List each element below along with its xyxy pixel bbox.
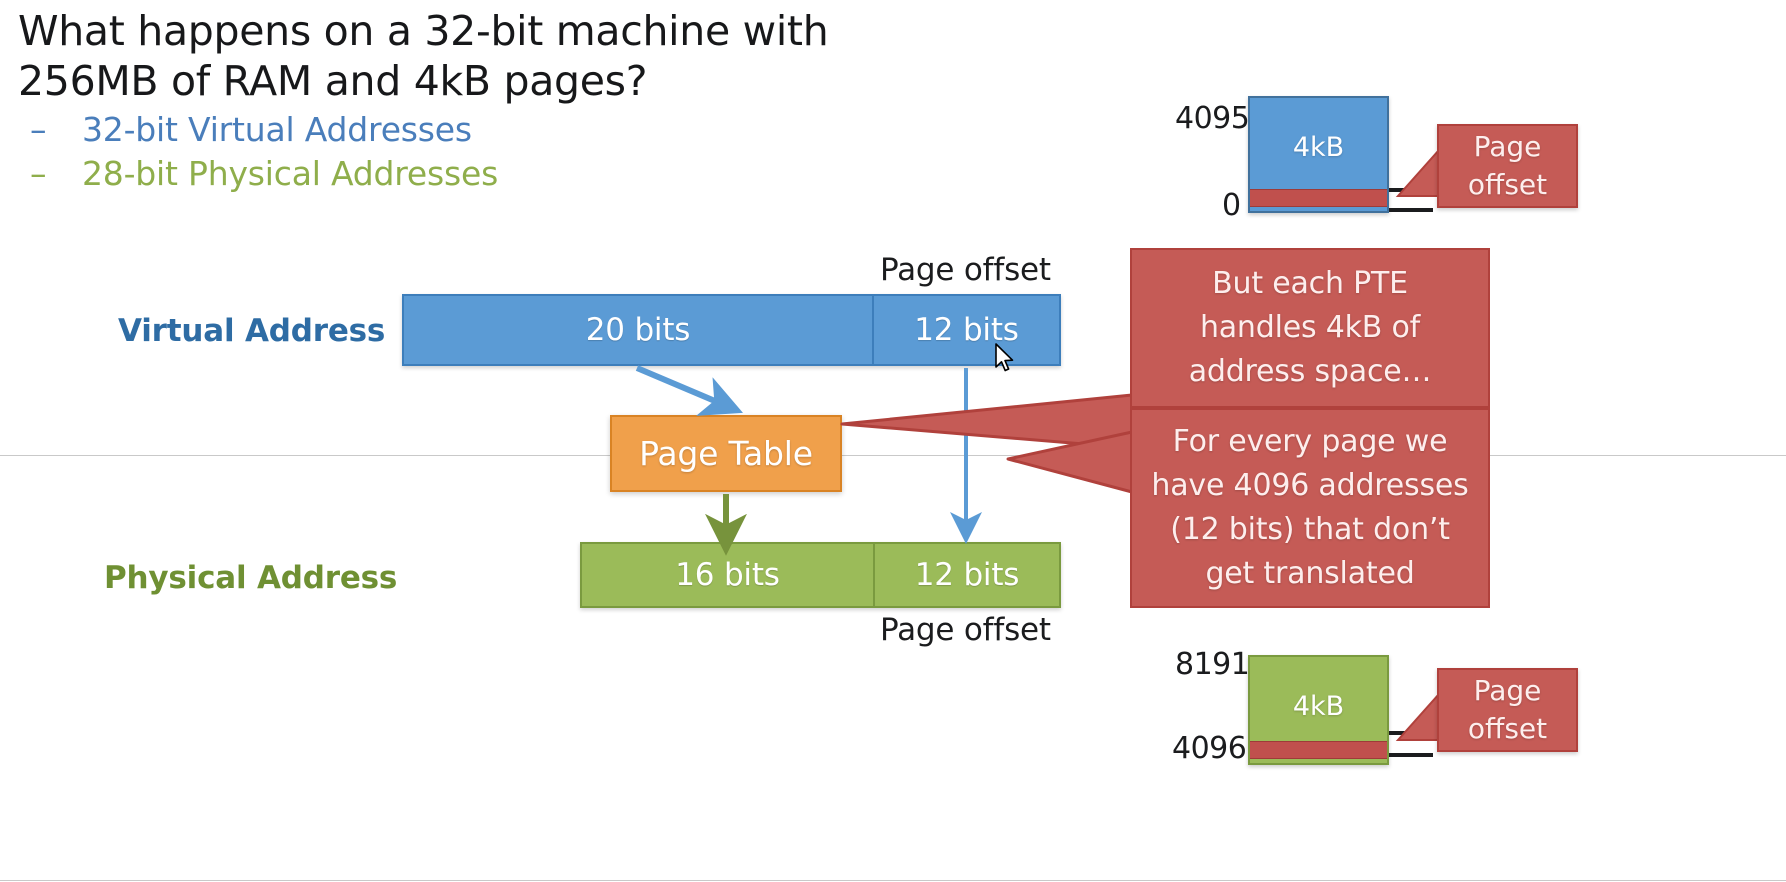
mini-top-line1: Page — [1473, 130, 1542, 163]
dash-icon: – — [30, 110, 47, 149]
physical-tick-upper — [1389, 731, 1441, 735]
virtual-page-size-label: 4kB — [1292, 132, 1345, 163]
page-offset-callout-top: Page offset — [1437, 124, 1578, 208]
virtual-tick-upper — [1389, 188, 1441, 192]
physical-address-ppn-segment: 16 bits — [582, 544, 875, 606]
bullet-label-virtual: 32-bit Virtual Addresses — [82, 110, 472, 149]
page-offset-caption-bottom: Page offset — [880, 612, 1051, 648]
virtual-page-bottom-address: 0 — [1222, 188, 1241, 223]
horizontal-rule-bottom — [0, 880, 1786, 881]
physical-address-offset-segment: 12 bits — [914, 557, 1020, 593]
virtual-address-offset-segment: 12 bits — [914, 312, 1019, 348]
physical-address-label: Physical Address — [104, 560, 398, 596]
page-title: What happens on a 32-bit machine with 25… — [18, 6, 878, 106]
mouse-cursor-icon — [995, 343, 1014, 372]
callout-untranslated-bits: For every page we have 4096 addresses (1… — [1130, 408, 1490, 608]
mini-top-line2: offset — [1467, 168, 1548, 201]
virtual-page-top-address: 4095 — [1175, 101, 1250, 136]
callout-pte-handles: But each PTE handles 4kB of address spac… — [1130, 248, 1490, 408]
mini-bottom-line2: offset — [1467, 712, 1548, 745]
virtual-page-block: 4kB — [1248, 96, 1389, 213]
virtual-tick-lower — [1389, 208, 1433, 212]
title-line-2: 256MB of RAM and 4kB pages? — [18, 57, 648, 105]
virtual-page-offset-stripe — [1250, 189, 1387, 207]
bullet-virtual-addresses: – 32-bit Virtual Addresses — [30, 108, 498, 152]
page-table-box: Page Table — [610, 415, 842, 492]
dash-icon: – — [30, 154, 47, 193]
horizontal-rule-middle — [0, 455, 1786, 456]
bullet-label-physical: 28-bit Physical Addresses — [82, 154, 499, 193]
physical-page-size-label: 4kB — [1292, 691, 1345, 722]
virtual-address-label: Virtual Address — [118, 313, 386, 349]
page-offset-caption-top: Page offset — [880, 252, 1051, 288]
page-offset-callout-bottom: Page offset — [1437, 668, 1578, 752]
physical-address-bar: 16 bits 12 bits — [580, 542, 1061, 608]
bullet-physical-addresses: – 28-bit Physical Addresses — [30, 152, 498, 196]
virtual-address-vpn-segment: 20 bits — [404, 296, 874, 364]
title-line-1: What happens on a 32-bit machine with — [18, 7, 829, 55]
virtual-address-bar: 20 bits 12 bits — [402, 294, 1061, 366]
bullet-list: – 32-bit Virtual Addresses – 28-bit Phys… — [30, 108, 498, 196]
physical-page-offset-stripe — [1250, 741, 1387, 759]
mini-bottom-line1: Page — [1473, 674, 1542, 707]
physical-tick-lower — [1389, 753, 1433, 757]
physical-page-block: 4kB — [1248, 655, 1389, 765]
physical-page-top-address: 8191 — [1175, 647, 1250, 682]
physical-page-bottom-address: 4096 — [1172, 731, 1247, 766]
